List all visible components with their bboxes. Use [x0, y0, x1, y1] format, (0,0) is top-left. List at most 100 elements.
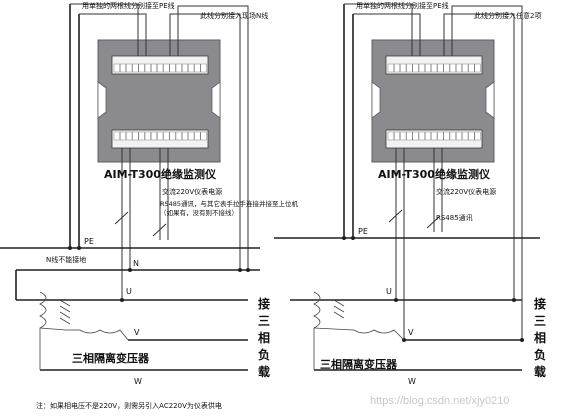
- left-comm-label-wrap: RS485通讯，与其它表手拉手连接并接至上位机（如果有，没有则不接线）: [160, 200, 299, 217]
- left-top-terminal-cell: [144, 63, 151, 73]
- right-bottom-terminal-cell: [456, 131, 463, 141]
- right-bottom-terminal-cell: [474, 131, 481, 141]
- right-top-terminal-cell: [431, 63, 438, 73]
- left-transformer-label: 三相隔离变压器: [72, 351, 150, 365]
- device-notch-left: [97, 81, 107, 119]
- right-bottom-terminal-cell: [437, 131, 444, 141]
- three-phase-transformer-left: [16, 291, 129, 370]
- n-wire-top: [169, 13, 241, 270]
- left-top-terminal-cell: [175, 63, 182, 73]
- right-bottom-terminal-cell: [394, 131, 401, 141]
- left-u-label: U: [126, 287, 132, 296]
- right-bottom-terminal-cell: [449, 131, 456, 141]
- n-junction-2: [238, 268, 242, 272]
- watermark: https://blog.csdn.net/xjy0210: [370, 395, 509, 407]
- left-top-terminal-cell: [181, 63, 188, 73]
- right-top-label-n: 此线分别接入任意2项: [474, 11, 541, 20]
- left-top-label-n: 此线分别接入现场N线: [200, 11, 268, 20]
- right-power-label: 交流220V仪表电源: [436, 187, 496, 196]
- device-notch-right: [211, 81, 221, 119]
- left-top-terminal-cell: [169, 63, 176, 73]
- panel-right-any-two-phases: [274, 3, 540, 371]
- right-bottom-terminal-cell: [412, 131, 419, 141]
- left-top-terminal-cell: [126, 63, 133, 73]
- left-bottom-terminal-cell: [113, 131, 120, 141]
- left-top-terminal-cell: [132, 63, 139, 73]
- right-v-label: V: [408, 328, 414, 337]
- left-bottom-terminal-cell: [132, 131, 139, 141]
- top-terminal-strip-right: [385, 55, 483, 75]
- right-bottom-terminal-cell: [400, 131, 407, 141]
- left-top-terminal-cell: [150, 63, 157, 73]
- right-top-terminal-cell: [387, 63, 394, 73]
- footnote: 注：如果相电压不是220V，则需另引入AC220V为仪表供电: [36, 401, 222, 410]
- left-bottom-terminal-cell: [188, 131, 195, 141]
- panel-left-ungrounded-n: [0, 3, 260, 371]
- pe-junction-2: [77, 246, 81, 250]
- right-transformer-label: 三相隔离变压器: [320, 357, 398, 371]
- right-top-terminal-cell: [394, 63, 401, 73]
- right-bottom-terminal-cell: [425, 131, 432, 141]
- left-load-label: 接三相负载: [258, 297, 271, 379]
- left-comm-label: RS485通讯，与其它表手拉手连接并接至上位机（如果有，没有则不接线）: [160, 200, 299, 217]
- left-top-terminal-cell: [119, 63, 126, 73]
- right-top-terminal-cell: [406, 63, 413, 73]
- three-phase-transformer-right: [290, 291, 405, 370]
- bottom-terminal-strip-right: [385, 129, 483, 149]
- comm-slash: [152, 223, 167, 237]
- left-bottom-terminal-cell: [144, 131, 151, 141]
- right-top-terminal-cell: [437, 63, 444, 73]
- right-top-terminal-cell: [425, 63, 432, 73]
- right-bottom-terminal-cell: [387, 131, 394, 141]
- left-load-label-wrap: 接三相负载: [258, 297, 271, 379]
- left-v-label: V: [134, 328, 140, 337]
- power-slash: [114, 211, 129, 225]
- left-pe-label: PE: [84, 237, 94, 246]
- top-terminal-strip: [111, 55, 209, 75]
- right-top-terminal-cell: [449, 63, 456, 73]
- right-u-label: U: [386, 287, 392, 296]
- right-top-terminal-cell: [474, 63, 481, 73]
- left-top-label-pe: 用单独的两根线分别接至PE线: [82, 1, 175, 10]
- right-load-label: 接三相负载: [534, 297, 547, 379]
- left-bottom-terminal-cell: [194, 131, 201, 141]
- left-top-terminal-cell: [194, 63, 201, 73]
- right-bottom-terminal-cell: [418, 131, 425, 141]
- right-bottom-terminal-cell: [462, 131, 469, 141]
- left-bottom-terminal-cell: [126, 131, 133, 141]
- pe-wire-2-top: [79, 13, 147, 56]
- left-bottom-terminal-cell: [119, 131, 126, 141]
- left-top-terminal-cell: [200, 63, 207, 73]
- n-junction-1: [128, 268, 132, 272]
- right-top-label-pe: 用单独的两根线分别接至PE线: [356, 1, 449, 10]
- right-top-terminal-cell: [468, 63, 475, 73]
- right-top-terminal-cell: [400, 63, 407, 73]
- left-bottom-terminal-cell: [163, 131, 170, 141]
- right-comm-label: RS485通讯: [436, 213, 473, 222]
- left-bottom-terminal-cell: [181, 131, 188, 141]
- right-top-terminal-cell: [462, 63, 469, 73]
- left-w-label: W: [134, 377, 142, 386]
- right-w-label: W: [408, 377, 416, 386]
- left-top-terminal-cell: [157, 63, 164, 73]
- left-top-terminal-cell: [188, 63, 195, 73]
- n-wire-top-2: [177, 5, 249, 270]
- left-top-terminal-cell: [163, 63, 170, 73]
- right-top-terminal-cell: [412, 63, 419, 73]
- left-top-terminal-cell: [113, 63, 120, 73]
- left-power-label: 交流220V仪表电源: [162, 187, 222, 196]
- right-top-terminal-cell: [456, 63, 463, 73]
- left-bottom-terminal-cell: [200, 131, 207, 141]
- left-bottom-terminal-cell: [138, 131, 145, 141]
- bottom-terminal-strip: [111, 129, 209, 149]
- right-device-model: AIM-T300绝缘监测仪: [378, 167, 491, 181]
- right-bottom-terminal-cell: [406, 131, 413, 141]
- left-bottom-terminal-cell: [150, 131, 157, 141]
- right-pe-label: PE: [358, 227, 368, 236]
- right-top-terminal-cell: [443, 63, 450, 73]
- right-top-terminal-cell: [418, 63, 425, 73]
- left-device-model: AIM-T300绝缘监测仪: [104, 167, 217, 181]
- left-n-note: N线不能接地: [46, 255, 86, 264]
